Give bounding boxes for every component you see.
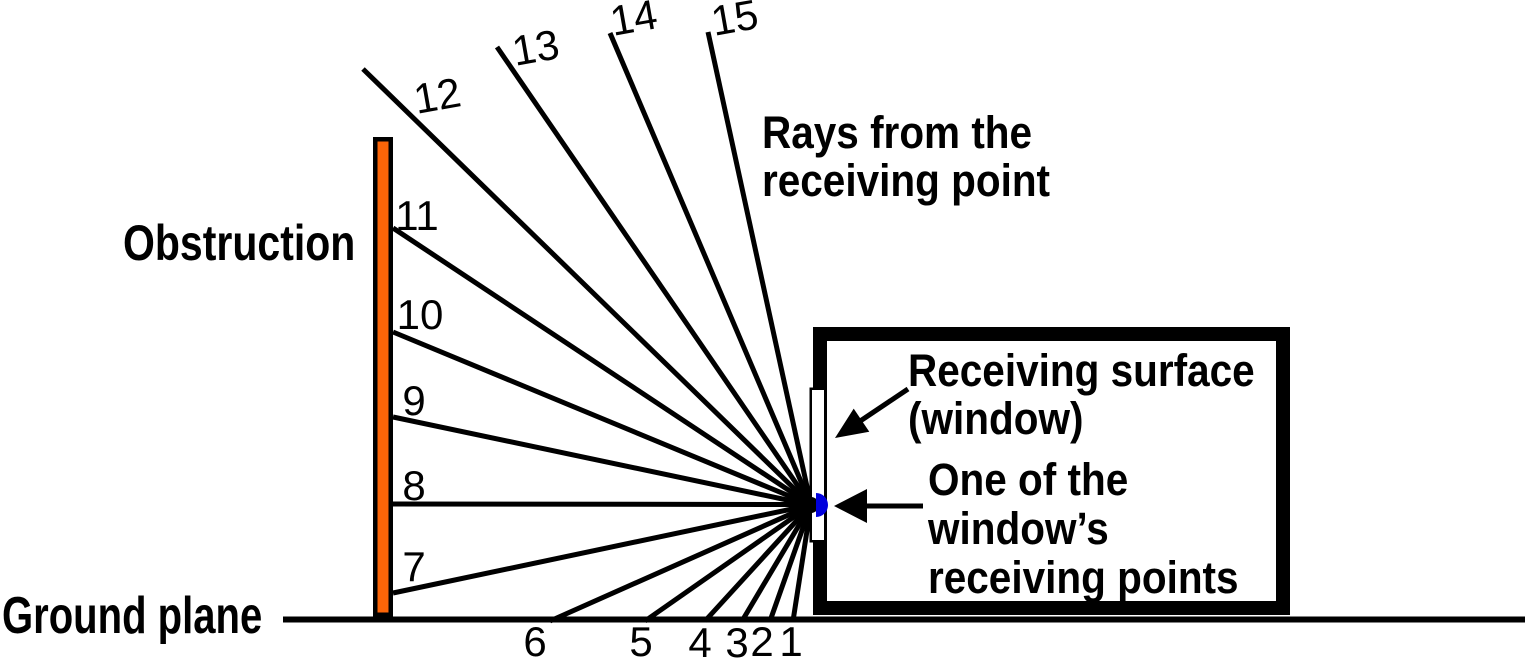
obstruction-label: Obstruction <box>123 215 356 271</box>
receiving-surface-arrowhead <box>835 408 870 438</box>
ray-line-2 <box>767 504 814 622</box>
ray-label-12: 12 <box>410 68 464 122</box>
ray-line-15 <box>705 31 814 506</box>
ray-label-13: 13 <box>508 20 562 74</box>
ray-line-11 <box>391 225 813 508</box>
ray-convergence-blob <box>803 497 819 513</box>
ray-label-5: 5 <box>629 618 652 658</box>
ray-label-10: 10 <box>397 291 444 338</box>
ray-label-3: 3 <box>725 619 748 658</box>
obstruction-bar <box>373 137 393 617</box>
ray-line-7 <box>392 502 812 596</box>
ground-plane-label: Ground plane <box>2 587 263 645</box>
ray-label-7: 7 <box>402 543 425 590</box>
ray-line-13 <box>494 45 814 507</box>
window-rect <box>809 387 827 543</box>
receiving-point-label: One of the window’s receiving points <box>928 454 1239 603</box>
ray-fan <box>361 31 814 624</box>
ray-labels: 1 2 3 4 5 6 7 8 9 10 11 12 13 14 15 <box>395 0 802 658</box>
rays-title-label: Rays from the receiving point <box>762 107 1051 206</box>
ray-line-1 <box>790 504 814 622</box>
ray-label-1: 1 <box>779 618 802 658</box>
ray-line-5 <box>643 502 813 624</box>
ray-line-10 <box>392 329 812 508</box>
ray-line-6 <box>548 502 813 624</box>
ray-line-12 <box>361 67 813 507</box>
ray-label-14: 14 <box>606 0 660 45</box>
ray-line-3 <box>739 503 814 623</box>
ray-label-6: 6 <box>523 618 546 658</box>
receiving-point-arrowhead <box>834 489 867 523</box>
receiving-surface-arrow-shaft <box>859 386 910 423</box>
ray-line-9 <box>392 414 812 508</box>
ray-line-14 <box>607 32 814 506</box>
ray-label-9: 9 <box>402 377 425 424</box>
building-outline <box>813 327 1290 615</box>
receiving-surface-arrow <box>835 386 910 438</box>
receiving-point-arrow <box>834 489 923 523</box>
receiving-surface-label: Receiving surface (window) <box>908 345 1255 444</box>
ray-label-4: 4 <box>688 619 711 658</box>
ray-label-2: 2 <box>750 618 773 658</box>
ray-label-15: 15 <box>707 0 761 45</box>
ray-line-8 <box>392 501 812 507</box>
ray-label-8: 8 <box>402 462 425 509</box>
ray-line-4 <box>703 503 813 623</box>
receiving-point-dot <box>816 493 828 517</box>
ray-label-11: 11 <box>395 192 439 239</box>
